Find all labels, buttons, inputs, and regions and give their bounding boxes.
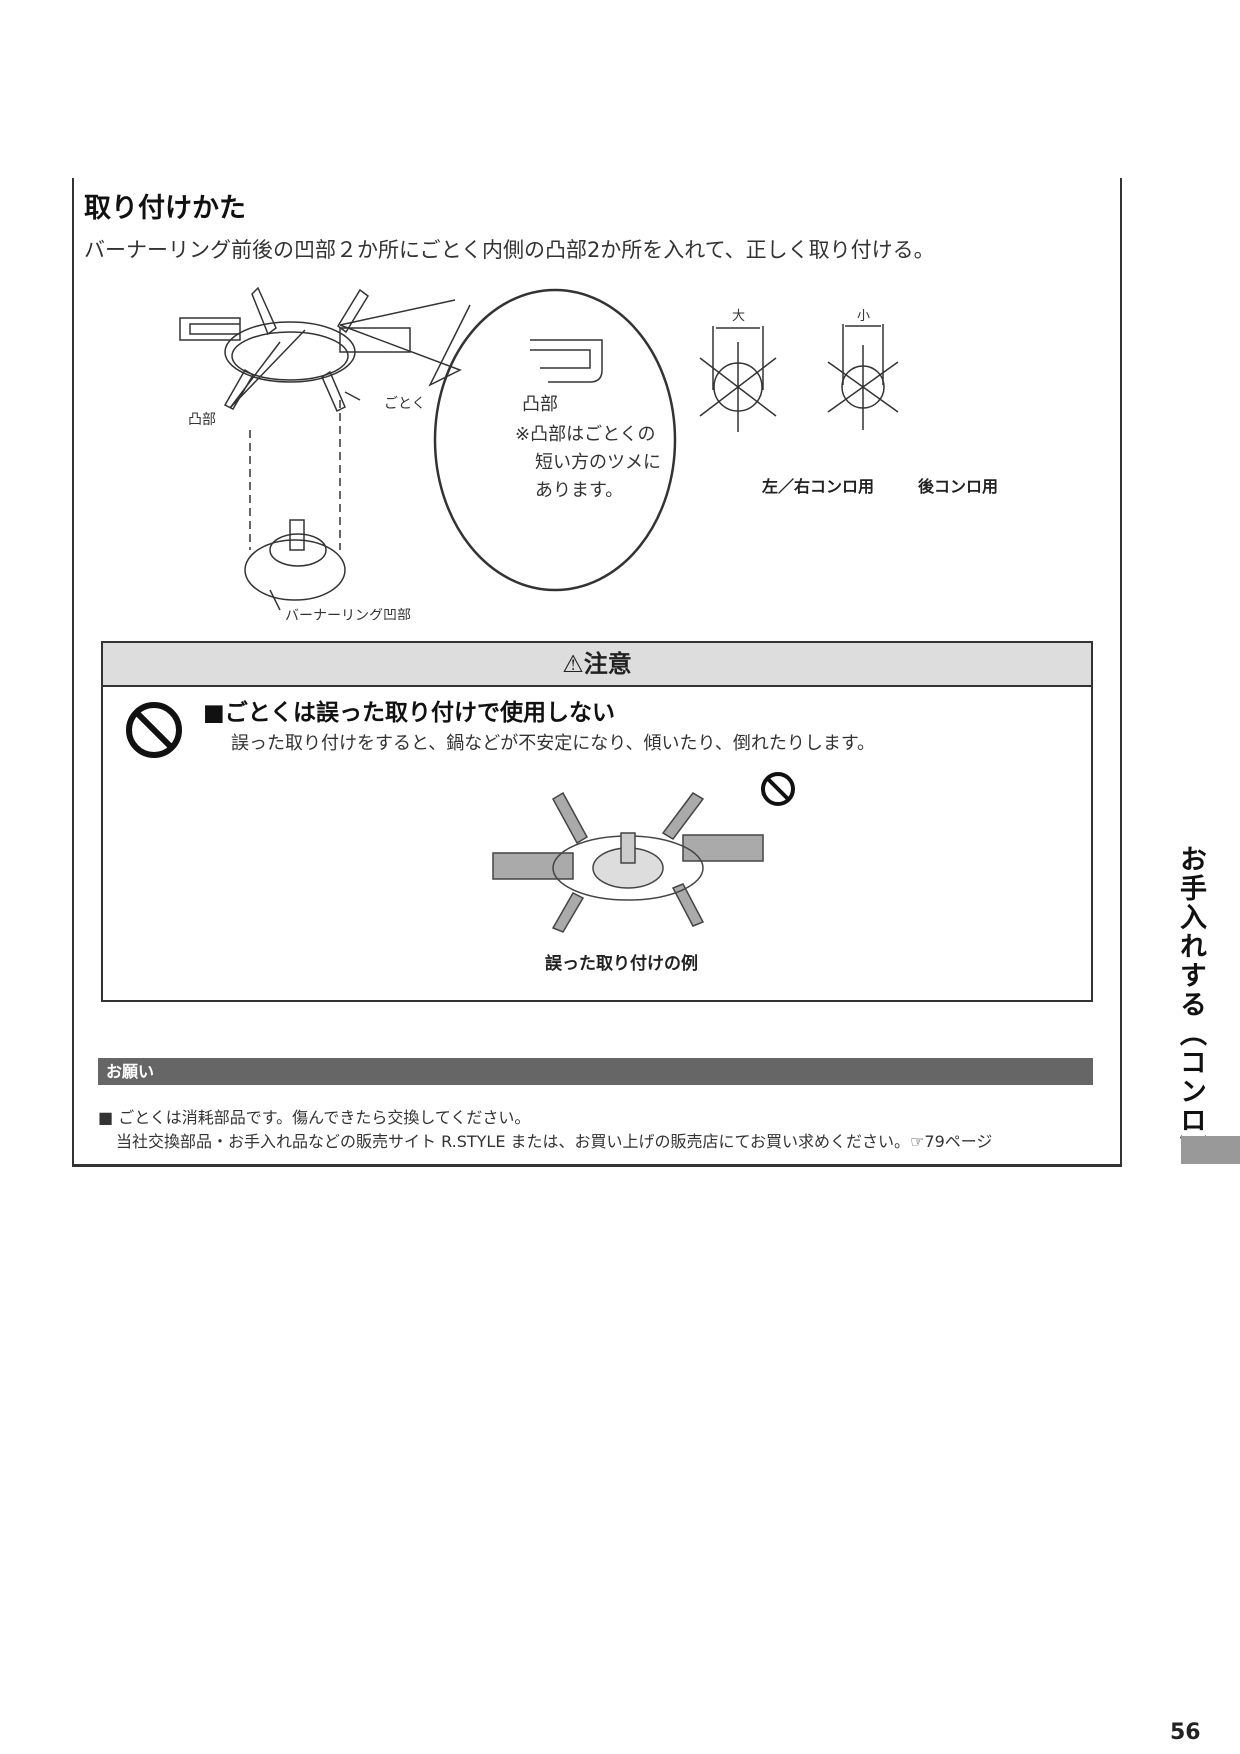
zoom-note-3: あります。 xyxy=(535,480,623,501)
caution-heading: ■ごとくは誤った取り付けで使用しない xyxy=(203,700,616,726)
rear-label: 後コンロ用 xyxy=(918,477,998,496)
small-label: 小 xyxy=(857,309,870,324)
side-tab-label: お手入れする（コンロ） xyxy=(1175,845,1206,1164)
prohibited-icon xyxy=(126,702,182,758)
zoom-note-2: 短い方のツメに xyxy=(535,452,661,473)
zoom-callout xyxy=(433,288,677,592)
request-line-1: ■ ごとくは消耗部品です。傷んできたら交換してください。 xyxy=(98,1108,531,1127)
caution-title: 注意 xyxy=(583,650,632,678)
installation-diagram: 凸部 ごとく バーナーリング凹部 凸部 ※凸部はごとくの 短い方のツメに ありま… xyxy=(179,286,998,620)
zoom-note-1: ※凸部はごとくの xyxy=(515,424,656,445)
small-ring-diagram xyxy=(827,324,899,430)
ring-recess-label: バーナーリング凹部 xyxy=(285,608,411,620)
caution-box: ⚠注意 ■ごとくは誤った取り付けで使用しない 誤った取り付けをすると、鍋などが不… xyxy=(101,641,1093,1002)
side-tab-marker xyxy=(1181,1136,1240,1164)
request-line-2: 当社交換部品・お手入れ品などの販売サイト R.STYLE または、お買い上げの販… xyxy=(116,1132,993,1151)
warning-triangle-icon: ⚠ xyxy=(562,650,584,678)
wrong-installation-illustration xyxy=(492,791,764,933)
left-right-label: 左／右コンロ用 xyxy=(761,477,874,496)
request-header: お願い xyxy=(98,1058,1093,1085)
intro-text: バーナーリング前後の凹部２か所にごとく内側の凸部2か所を入れて、正しく取り付ける… xyxy=(84,238,935,262)
zoom-convex-label: 凸部 xyxy=(522,394,558,415)
large-ring-diagram xyxy=(699,326,777,432)
large-label: 大 xyxy=(732,309,745,324)
prohibited-small-icon xyxy=(761,772,795,806)
caution-header: ⚠注意 xyxy=(103,643,1091,687)
section-frame xyxy=(72,178,1122,1167)
wrong-example-caption: 誤った取り付けの例 xyxy=(545,954,698,974)
convex-label: 凸部 xyxy=(188,412,216,428)
section-title: 取り付けかた xyxy=(84,193,246,224)
trivet-label: ごとく xyxy=(384,396,426,412)
page-number: 56 xyxy=(1170,1720,1201,1745)
caution-body: 誤った取り付けをすると、鍋などが不安定になり、傾いたり、倒れたりします。 xyxy=(231,733,876,754)
burner-illustration xyxy=(244,519,346,601)
trivet-illustration xyxy=(179,286,411,413)
